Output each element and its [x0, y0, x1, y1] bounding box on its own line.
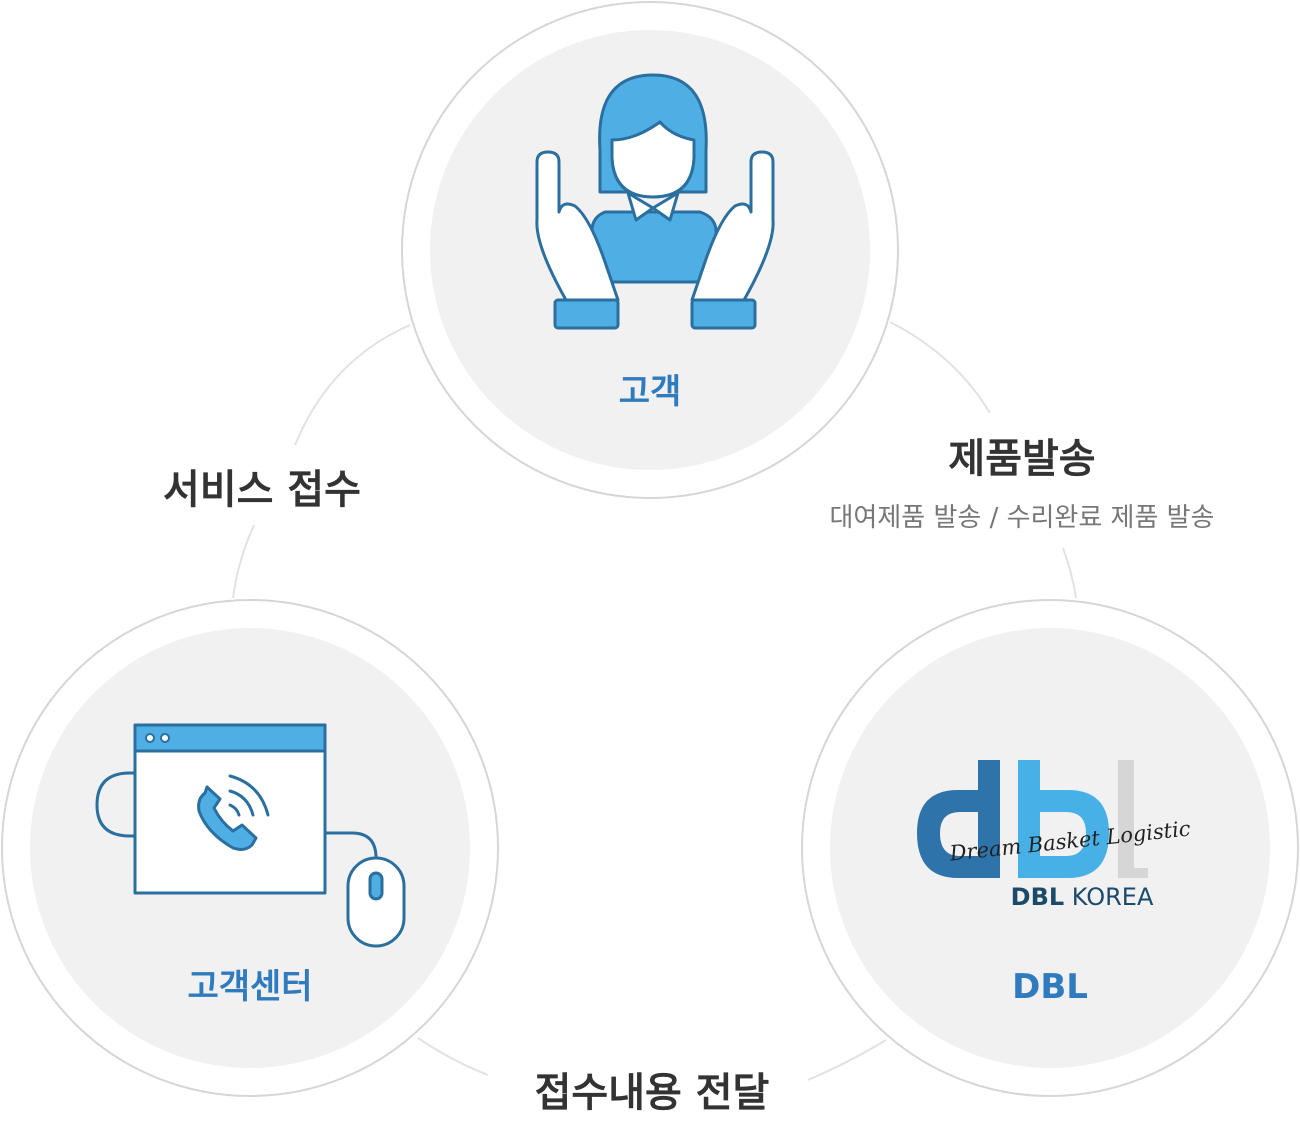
arc-customer-to-service-center [294, 324, 411, 446]
customer-hands-icon [535, 73, 775, 330]
edge-label-product-shipping: 제품발송 [948, 436, 1095, 482]
arc-service-intake-to-center [232, 524, 255, 599]
dbl-node: Dream Basket Logistic DBL KOREA DBL [801, 599, 1299, 1097]
edge-label-forward-receipt: 접수내용 전달 [535, 1070, 770, 1116]
customer-node-label: 고객 [619, 372, 682, 412]
arc-forward-to-dbl [807, 1039, 887, 1081]
customer-node: 고객 [401, 1, 899, 499]
dbl-node-label: DBL [1012, 967, 1088, 1007]
arc-shipping-to-dbl [1062, 547, 1077, 599]
edge-label-service-intake: 서비스 접수 [163, 467, 361, 513]
phone-browser-mouse-icon [95, 723, 406, 948]
arc-customer-to-product-shipping [889, 321, 991, 414]
service-center-node-label: 고객센터 [187, 967, 312, 1007]
dbl-logo: Dream Basket Logistic DBL KOREA [917, 760, 1192, 911]
dbl-logo-subtitle: DBL KOREA [1011, 883, 1154, 911]
dbl-node-disc [830, 628, 1270, 1068]
service-center-node: 고객센터 [1, 599, 499, 1097]
edge-sublabel-product-shipping: 대여제품 발송 / 수리완료 제품 발송 [830, 503, 1215, 533]
arc-center-to-forward [417, 1037, 489, 1076]
connector-arcs [232, 321, 1077, 1081]
phone-handset-icon [197, 785, 258, 851]
